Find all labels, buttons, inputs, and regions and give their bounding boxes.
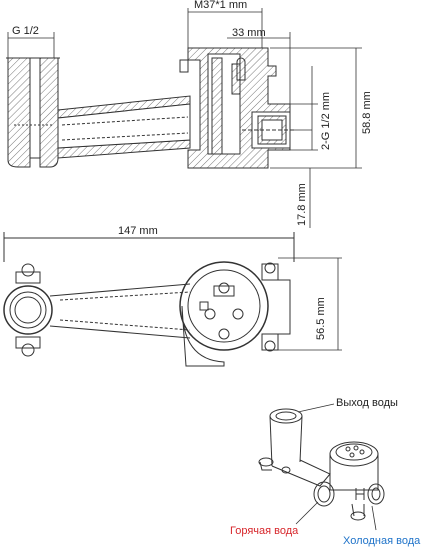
dim-height-58: 58.8 mm (361, 91, 373, 134)
dimension-lines-plan (278, 257, 342, 351)
cold-water-label: Холодная вода (343, 535, 421, 547)
dim-length-147: 147 mm (118, 225, 158, 237)
dimension-lines-top (7, 8, 362, 228)
dim-offset-17: 17.8 mm (296, 183, 308, 226)
inlet-pipe-wall-left (7, 57, 31, 168)
plan-view (3, 232, 295, 367)
dim-outlet-thread: 2-G 1/2 mm (320, 91, 332, 150)
inlet-pipe-wall-right (39, 57, 59, 168)
dim-height-56: 56.5 mm (315, 297, 327, 340)
isometric-view (258, 408, 385, 521)
section-view (6, 47, 296, 169)
ear-top-left (15, 271, 41, 284)
callout-leaders (295, 403, 377, 531)
outlet-label: Выход воды (336, 397, 398, 409)
dim-inlet-thread: G 1/2 (12, 25, 39, 37)
dim-depth-33: 33 mm (232, 27, 266, 39)
ear-bottom-left (15, 336, 41, 349)
dim-thread-main: M37*1 mm (194, 0, 248, 11)
inlet-bore (29, 57, 41, 159)
hot-water-label: Горячая вода (230, 525, 299, 537)
